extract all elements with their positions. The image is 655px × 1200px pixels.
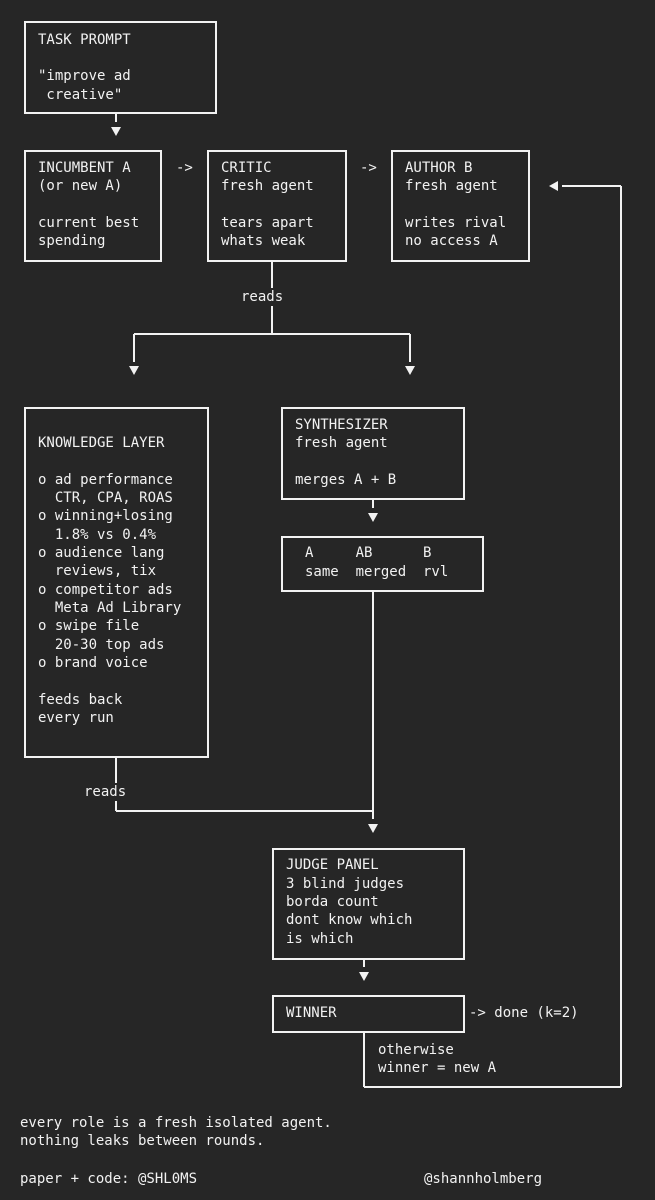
winner-line: WINNER	[286, 1005, 337, 1021]
synthesizer-line: merges A + B	[295, 472, 397, 488]
otherwise-label: winner = new A	[378, 1060, 497, 1076]
knowledge-layer-line: o swipe file	[38, 618, 140, 634]
judge-panel-line: is which	[286, 931, 354, 947]
arrowhead-to-author	[549, 181, 558, 191]
critic-line: whats weak	[221, 233, 306, 249]
arrowhead-to-winner	[359, 972, 369, 981]
judge-panel-line: borda count	[286, 894, 379, 910]
author-b-line: AUTHOR B	[405, 160, 473, 176]
paper-code-credit: paper + code: @SHL0MS	[20, 1171, 198, 1187]
knowledge-layer-line: feeds back	[38, 692, 123, 708]
judge-panel-line: 3 blind judges	[286, 876, 405, 892]
knowledge-layer-line: 1.8% vs 0.4%	[38, 527, 157, 543]
author-b-line: fresh agent	[405, 178, 498, 194]
arrow-incumbent-to-critic: ->	[176, 160, 193, 176]
task-prompt-line: "improve ad	[38, 68, 131, 84]
knowledge-layer-line: o winning+losing	[38, 508, 173, 524]
reads-label-knowledge: reads	[84, 784, 127, 800]
done-label: -> done (k=2)	[469, 1005, 579, 1021]
knowledge-layer-line: reviews, tix	[38, 563, 157, 579]
judge-panel-line: dont know which	[286, 912, 413, 928]
arrowhead-to-incumbent	[111, 127, 121, 136]
judge-panel-line: JUDGE PANEL	[286, 857, 379, 873]
knowledge-layer-line: o competitor ads	[38, 582, 173, 598]
knowledge-layer-line: CTR, CPA, ROAS	[38, 490, 173, 506]
incumbent-a-line: (or new A)	[38, 178, 123, 194]
incumbent-a-line: INCUMBENT A	[38, 160, 131, 176]
incumbent-a-box	[24, 150, 162, 262]
knowledge-layer-line: o audience lang	[38, 545, 165, 561]
knowledge-layer-line: every run	[38, 710, 114, 726]
knowledge-layer-line: o brand voice	[38, 655, 148, 671]
arrow-critic-to-author: ->	[360, 160, 377, 176]
arrowhead-to-synthesizer	[405, 366, 415, 375]
critic-box	[207, 150, 347, 262]
author-b-box	[391, 150, 530, 262]
task-prompt-box	[24, 21, 217, 114]
judge-panel-box	[272, 848, 465, 960]
synthesizer-line: fresh agent	[295, 435, 388, 451]
footer-note: every role is a fresh isolated agent.	[20, 1115, 332, 1131]
variants-box	[281, 536, 484, 592]
variants-line: A AB B	[305, 545, 432, 561]
knowledge-layer-line: KNOWLEDGE LAYER	[38, 435, 165, 451]
otherwise-label: otherwise	[378, 1042, 454, 1058]
task-prompt-line: creative"	[38, 87, 123, 103]
incumbent-a-line: current best	[38, 215, 140, 231]
knowledge-layer-box	[24, 407, 209, 758]
critic-line: fresh agent	[221, 178, 314, 194]
knowledge-layer-line: Meta Ad Library	[38, 600, 182, 616]
arrowhead-to-variants	[368, 513, 378, 522]
critic-line: tears apart	[221, 215, 314, 231]
knowledge-layer-line: o ad performance	[38, 472, 173, 488]
arrowhead-to-knowledge	[129, 366, 139, 375]
critic-line: CRITIC	[221, 160, 272, 176]
footer-note: nothing leaks between rounds.	[20, 1133, 265, 1149]
synthesizer-line: SYNTHESIZER	[295, 417, 388, 433]
incumbent-a-line: spending	[38, 233, 106, 249]
author-b-line: no access A	[405, 233, 498, 249]
variants-line: same merged rvl	[305, 564, 449, 580]
winner-box	[272, 995, 465, 1033]
knowledge-layer-line: 20-30 top ads	[38, 637, 165, 653]
author-handle: @shannholmberg	[424, 1171, 543, 1187]
author-b-line: writes rival	[405, 215, 507, 231]
arrowhead-to-judge	[368, 824, 378, 833]
reads-label-critic: reads	[241, 289, 284, 305]
synthesizer-box	[281, 407, 465, 500]
task-prompt-line: TASK PROMPT	[38, 32, 131, 48]
